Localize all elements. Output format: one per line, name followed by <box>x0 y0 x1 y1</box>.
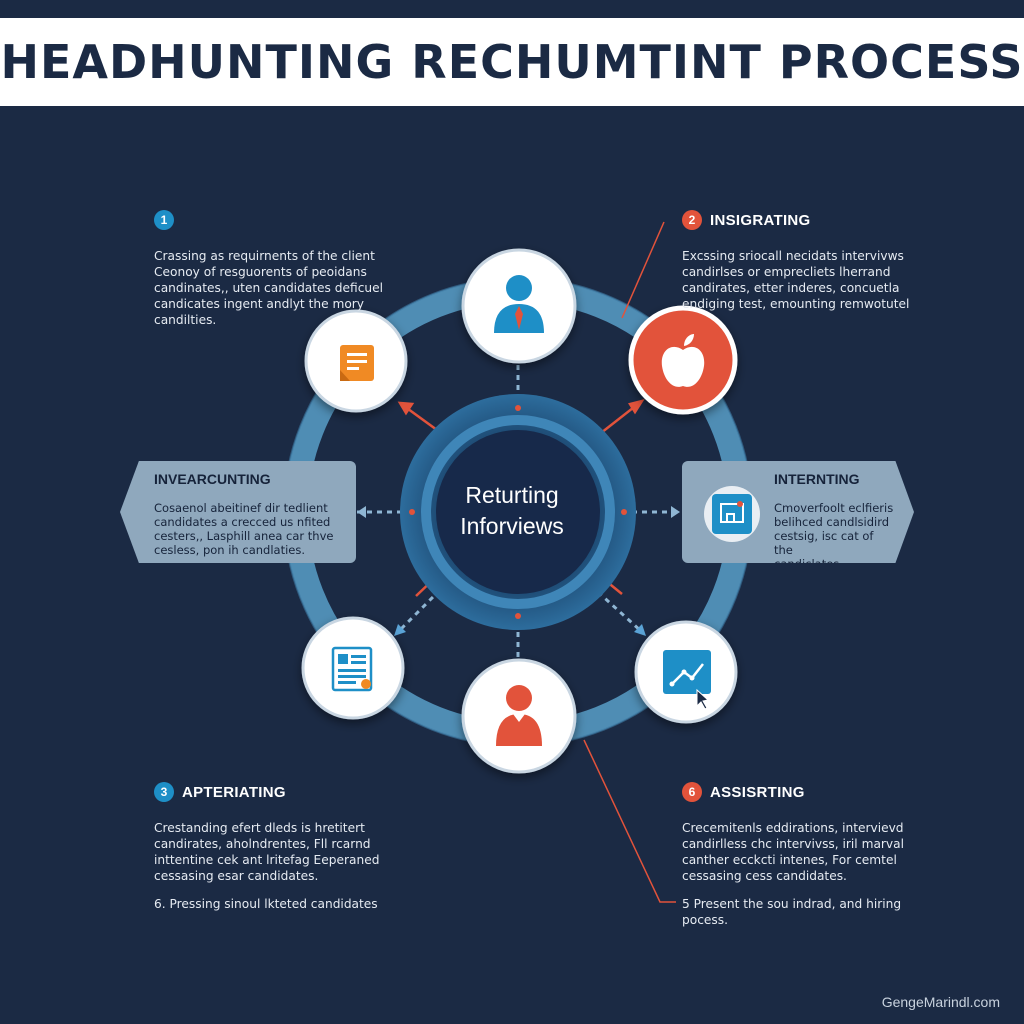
presentation-icon <box>712 494 752 534</box>
side-box-left-text: Cosaenol abeitinef dir tedlient candidat… <box>154 501 334 557</box>
person-icon <box>494 275 544 333</box>
hub-dot-bottom <box>515 613 521 619</box>
connector-arrows <box>357 506 680 636</box>
side-box-left: INVEARCUNTING Cosaenol abeitinef dir ted… <box>120 461 356 563</box>
step-2: 2 INSIGRATING Excssing sriocall necidats… <box>682 210 912 312</box>
step-6-badge: 6 <box>682 782 702 802</box>
hub-dot-right <box>621 509 627 515</box>
leader-line-bottom-right <box>583 739 676 903</box>
side-box-right-icon-wrap <box>704 486 760 542</box>
step-3-title: APTERIATING <box>182 783 286 801</box>
step-1: 1 Crassing as requirnents of the client … <box>154 210 394 328</box>
resume-icon <box>331 646 373 692</box>
interviewer-icon <box>496 685 542 746</box>
step-2-header: 2 INSIGRATING <box>682 210 912 230</box>
note-left: 6. Pressing sinoul lkteted candidates <box>154 897 378 911</box>
side-box-left-title: INVEARCUNTING <box>154 471 271 487</box>
side-box-right-text: Cmoverfoolt eclfieris belihced candlsidi… <box>774 501 894 571</box>
document-icon <box>340 345 374 381</box>
apple-icon <box>661 334 705 387</box>
leader-line-top-right <box>621 221 665 319</box>
center-label: Returting Inforviews <box>460 482 564 539</box>
note-right: 5 Present the sou indrad, and hiring poc… <box>682 897 902 927</box>
step-3-badge: 3 <box>154 782 174 802</box>
step-2-title: INSIGRATING <box>710 211 811 229</box>
step-6-title: ASSISRTING <box>710 783 805 801</box>
title-bar: HEADHUNTING RECHUMTINT PROCESS <box>0 18 1024 106</box>
step-2-text: Excssing sriocall necidats intervivws ca… <box>682 249 910 311</box>
hub-inner <box>436 430 600 594</box>
step-1-badge: 1 <box>154 210 174 230</box>
hub-dot-top <box>515 405 521 411</box>
step-3-text: Crestanding efert dleds is hretitert can… <box>154 821 380 883</box>
step-1-text: Crassing as requirnents of the client Ce… <box>154 249 383 327</box>
hub-ring <box>421 415 615 609</box>
step-6: 6 ASSISRTING Crecemitenls eddirations, i… <box>682 782 922 884</box>
step-3: 3 APTERIATING Crestanding efert dleds is… <box>154 782 394 884</box>
side-box-right-title: INTERNTING <box>774 471 860 487</box>
footer-watermark: GengeMarindl.com <box>881 994 1000 1010</box>
page-title: HEADHUNTING RECHUMTINT PROCESS <box>0 35 1024 89</box>
step-1-header: 1 <box>154 210 394 230</box>
step-2-badge: 2 <box>682 210 702 230</box>
step-6-text: Crecemitenls eddirations, intervievd can… <box>682 821 904 883</box>
step-3-header: 3 APTERIATING <box>154 782 394 802</box>
step-6-header: 6 ASSISRTING <box>682 782 922 802</box>
hub-dot-left <box>409 509 415 515</box>
chart-icon <box>663 650 711 710</box>
